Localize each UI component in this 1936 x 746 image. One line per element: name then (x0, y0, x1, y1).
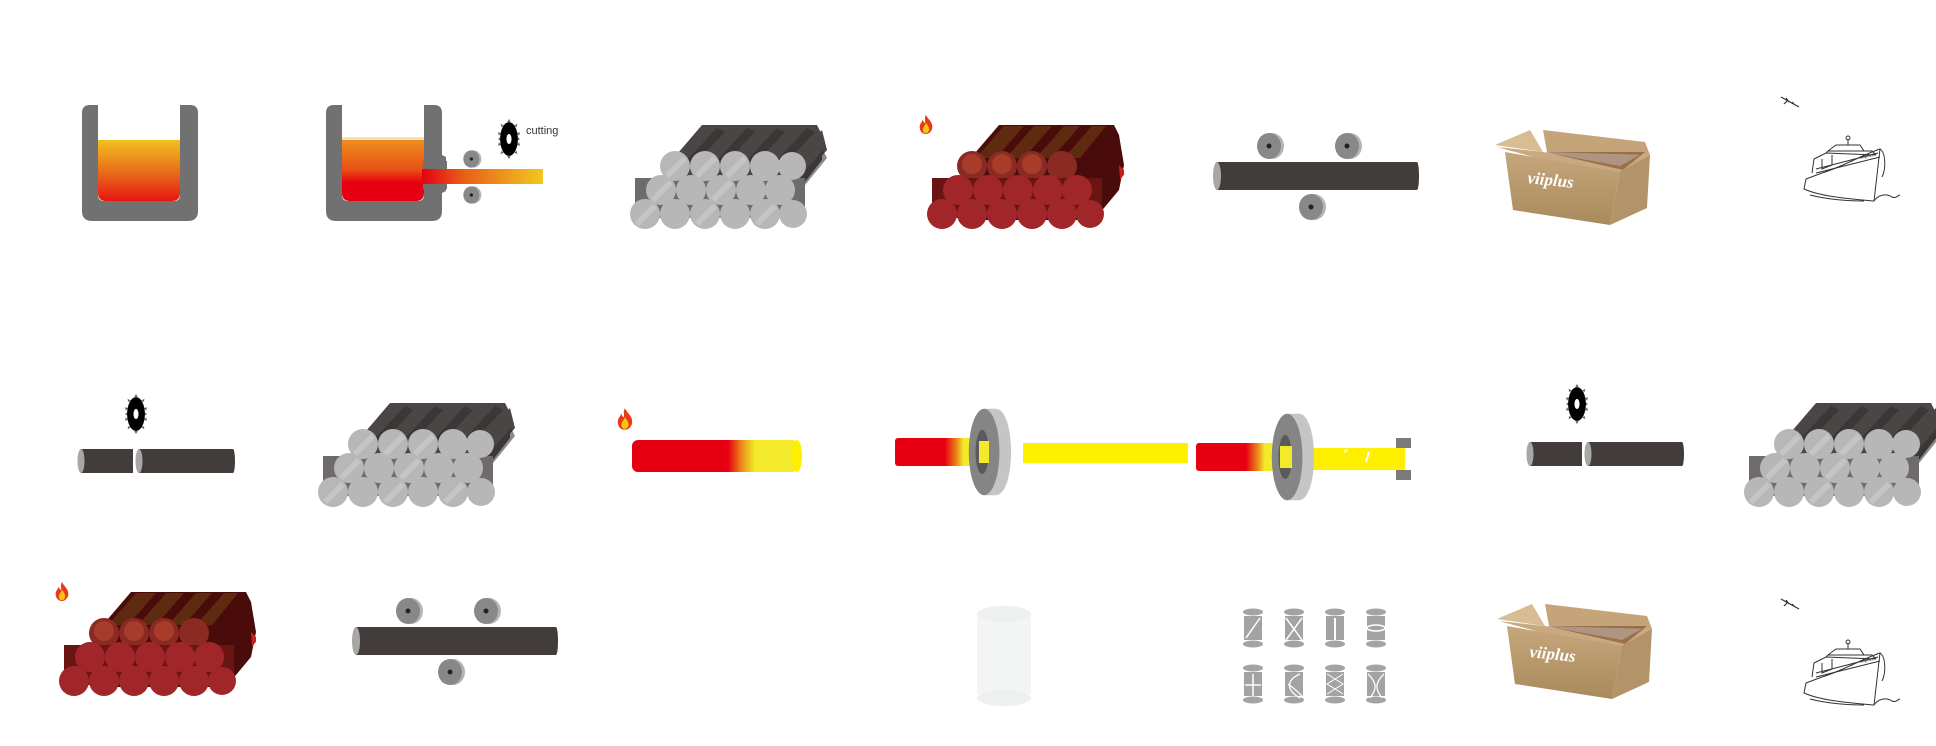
step-packing: viiplus (1485, 130, 1665, 225)
sample-5 (1243, 664, 1263, 704)
sample-1 (1243, 608, 1263, 648)
step-billet-stack (617, 120, 827, 230)
step-continuous-casting: cutting (326, 105, 559, 225)
step-melting-ladle (82, 105, 202, 225)
step-defect-samples (1242, 608, 1392, 708)
airplane-icon (1780, 96, 1800, 108)
blank-cylinder (977, 606, 1031, 706)
step-threading (1194, 410, 1424, 505)
die (1271, 413, 1314, 501)
step-straightening (352, 597, 562, 687)
sample-2 (1284, 608, 1304, 648)
die (968, 408, 1011, 496)
step-bar-stack (305, 398, 515, 508)
fire-icon (54, 582, 70, 601)
brand-logo: viiplus (1529, 642, 1577, 666)
ship-icon (1802, 633, 1902, 713)
tundish (326, 105, 446, 221)
step-reheating (906, 115, 1124, 230)
hot-bar (895, 438, 981, 466)
airplane-icon (1780, 598, 1800, 610)
step-shipping (1780, 95, 1902, 209)
sample-8 (1366, 664, 1386, 704)
formed-bar (1023, 443, 1188, 463)
hot-bar (632, 440, 798, 472)
sample-4 (1366, 608, 1386, 648)
sample-6 (1284, 664, 1304, 704)
molten-steel (342, 139, 424, 201)
step-ultrasonic-blank (975, 604, 1035, 710)
threaded-bar (1309, 448, 1405, 470)
fire-icon (616, 408, 634, 430)
saw-blade-icon (498, 118, 520, 160)
ship-icon (1802, 129, 1902, 209)
cutting-label: cutting (526, 125, 559, 137)
brand-logo: viiplus (1527, 168, 1575, 192)
step-finished-stack (1731, 398, 1936, 508)
nut-top (1396, 438, 1411, 448)
sample-7 (1325, 664, 1345, 704)
fire-icon (918, 115, 934, 134)
step-heat-treatment (50, 582, 256, 697)
ladle (82, 105, 198, 221)
cast-strand (422, 169, 543, 184)
step-die-forming (893, 405, 1188, 500)
lower-roll (463, 186, 482, 204)
upper-roll (463, 150, 482, 168)
saw-blade-icon (125, 392, 147, 436)
sample-3 (1325, 608, 1345, 648)
step-packing-2: viiplus (1487, 604, 1667, 699)
hot-bar (1196, 443, 1282, 471)
saw-blade-icon (1566, 383, 1588, 425)
nut-bottom (1396, 470, 1411, 480)
step-rolling (1213, 132, 1423, 222)
molten-steel (98, 140, 180, 201)
step-shipping-2 (1780, 597, 1902, 713)
